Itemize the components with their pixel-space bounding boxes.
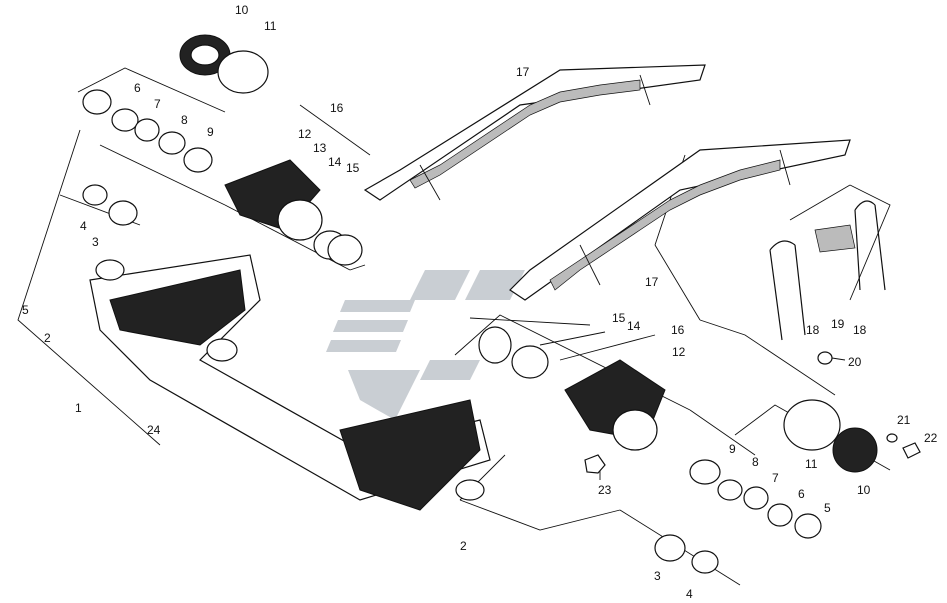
callout-15-upper: 15	[346, 161, 360, 175]
bracket-12-lower	[564, 359, 666, 451]
callout-18-right: 18	[853, 323, 867, 337]
leader-lines	[17, 67, 891, 586]
callout-16-lower: 16	[671, 323, 685, 337]
callout-6-lower: 6	[798, 487, 805, 501]
callout-18-left: 18	[806, 323, 820, 337]
axle-beam	[89, 254, 491, 511]
callout-8-upper: 8	[181, 113, 188, 127]
callout-14-lower: 14	[627, 319, 641, 333]
callout-11-lower: 11	[805, 457, 818, 471]
clamp-plate	[814, 224, 856, 253]
watermark-logo	[326, 270, 525, 420]
seal-rings-lower	[654, 459, 822, 574]
callout-22: 22	[924, 431, 938, 445]
callout-labels: 1 2 2 3 3 4 4 5 5 6 6 7 7 8 8 9 9 10 10 …	[22, 3, 938, 601]
callout-2-left: 2	[44, 331, 51, 345]
callout-11-upper: 11	[264, 19, 277, 33]
callout-17-upper: 17	[516, 65, 530, 79]
callout-7-lower: 7	[772, 471, 779, 485]
nut-23	[584, 454, 606, 474]
leaf-spring-lower	[509, 139, 851, 301]
bushing-13-15-upper	[277, 199, 363, 266]
leaf-spring-upper	[363, 64, 706, 201]
u-bolt-right	[854, 200, 886, 291]
callout-2-right: 2	[460, 539, 467, 553]
snap-ring-24	[206, 338, 238, 362]
callout-19: 19	[831, 317, 845, 331]
callout-4-lower: 4	[686, 587, 693, 601]
callout-16-upper: 16	[330, 101, 344, 115]
callout-12-lower: 12	[672, 345, 686, 359]
callout-13: 13	[313, 141, 327, 155]
callout-8-lower: 8	[752, 455, 759, 469]
gasket-11-upper	[217, 50, 269, 94]
cover-10-lower	[832, 427, 878, 473]
callout-9-lower: 9	[729, 442, 736, 456]
callout-17-lower: 17	[645, 275, 659, 289]
callout-7-upper: 7	[154, 97, 161, 111]
callout-3-lower: 3	[654, 569, 661, 583]
callout-9-upper: 9	[207, 125, 214, 139]
callout-4-upper: 4	[80, 219, 87, 233]
bushing-14-15-lower	[478, 326, 549, 379]
callout-1: 1	[75, 401, 82, 415]
callout-20: 20	[848, 355, 862, 369]
plug-20	[817, 351, 846, 365]
callout-23: 23	[598, 483, 612, 497]
washer-21-bolt-22	[886, 433, 921, 459]
callout-6-upper: 6	[134, 81, 141, 95]
callout-5-lower: 5	[824, 501, 831, 515]
callout-21: 21	[897, 413, 911, 427]
callout-5-upper: 5	[22, 303, 29, 317]
callout-24: 24	[147, 423, 161, 437]
u-bolt-left	[769, 240, 806, 341]
callout-10-lower: 10	[857, 483, 871, 497]
cover-10-upper	[179, 34, 231, 76]
seal-rings-upper	[82, 89, 213, 226]
callout-12-upper: 12	[298, 127, 312, 141]
callout-15-lower: 15	[612, 311, 626, 325]
gasket-11-lower	[783, 399, 841, 451]
callout-14-upper: 14	[328, 155, 342, 169]
callout-3-upper: 3	[92, 235, 99, 249]
callout-10-upper: 10	[235, 3, 249, 17]
